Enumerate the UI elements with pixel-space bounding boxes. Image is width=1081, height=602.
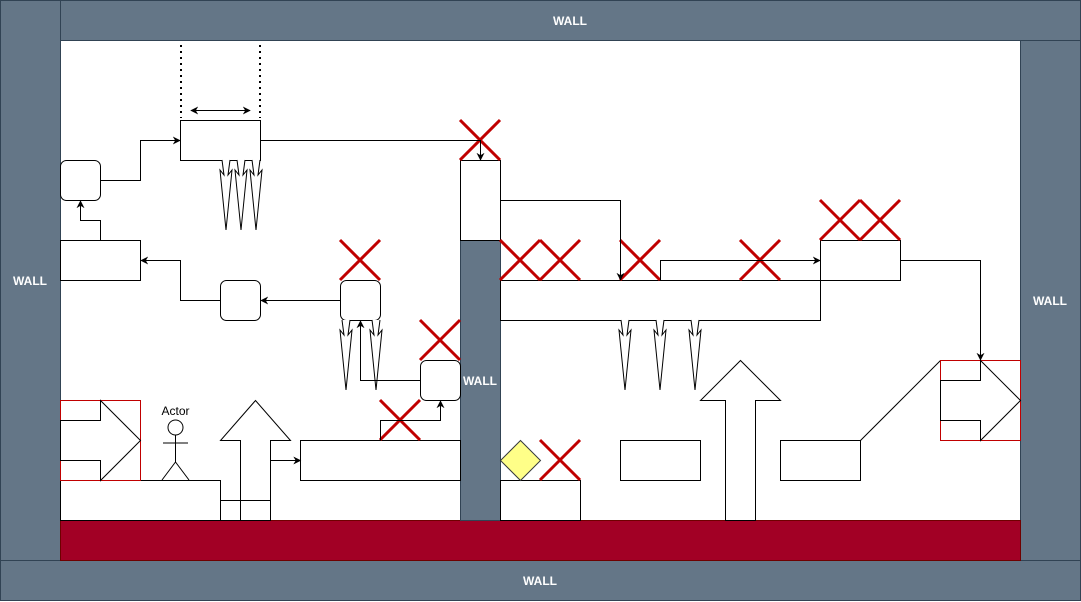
wall-right: WALL: [1020, 40, 1081, 561]
ramp-line: [860, 360, 941, 441]
actor-right-leg: [175, 461, 190, 481]
connector: [260, 140, 485, 161]
small-block-spiked: [340, 280, 381, 321]
danger-x: [818, 198, 862, 242]
spike: [249, 159, 263, 231]
movement-range: [180, 45, 261, 118]
jump-pad-arrow-left: [219, 399, 292, 521]
spike: [688, 319, 702, 391]
diamond-platform: [500, 480, 581, 521]
actor-label: Actor: [161, 404, 189, 418]
upper-left-platform: [60, 240, 141, 281]
upper-right-platform: [820, 240, 901, 281]
danger-x: [618, 238, 662, 282]
start-arrow: [60, 399, 142, 482]
start-platform: [60, 480, 221, 521]
wall-top: WALL: [0, 0, 1081, 41]
danger-x: [538, 438, 582, 482]
wall-top-block: [460, 160, 501, 241]
wall-left: WALL: [0, 0, 61, 601]
goal-diamond: [499, 439, 542, 482]
small-block-left: [220, 280, 261, 321]
connector: [380, 400, 445, 441]
ledge-block: [220, 500, 241, 521]
actor-left-leg: [161, 461, 176, 481]
wall-bottom: WALL: [0, 560, 1081, 601]
connector: [660, 256, 821, 281]
wall-left-label: WALL: [13, 274, 47, 288]
wall-center-label: WALL: [463, 374, 497, 388]
spike: [219, 159, 233, 231]
connector: [100, 136, 181, 181]
lower-middle-platform: [300, 440, 461, 481]
danger-x: [338, 238, 382, 282]
danger-x: [498, 238, 542, 282]
spike: [369, 319, 383, 391]
danger-x: [538, 238, 582, 282]
spike-ceiling-platform: [500, 280, 821, 321]
wall-right-label: WALL: [1033, 294, 1067, 308]
jump-pad-arrow-right: [699, 359, 782, 521]
ramp-base-block: [780, 440, 861, 481]
small-block-right: [420, 360, 461, 401]
spike: [618, 319, 632, 391]
spike: [234, 159, 248, 231]
danger-x: [858, 198, 902, 242]
connector: [900, 260, 985, 361]
wall-bottom-label: WALL: [523, 574, 557, 588]
connector: [500, 200, 625, 281]
wall-top-label: WALL: [553, 14, 587, 28]
connector: [76, 200, 101, 241]
danger-x: [418, 318, 462, 362]
actor: [161, 419, 190, 481]
wall-center: WALL: [460, 240, 501, 521]
small-block-top-left: [60, 160, 101, 201]
lava-floor: [60, 520, 1021, 561]
moving-platform: [180, 120, 261, 161]
spike: [339, 319, 353, 391]
connector: [140, 256, 221, 301]
spike: [653, 319, 667, 391]
connector: [356, 320, 421, 381]
floating-block: [620, 440, 701, 481]
